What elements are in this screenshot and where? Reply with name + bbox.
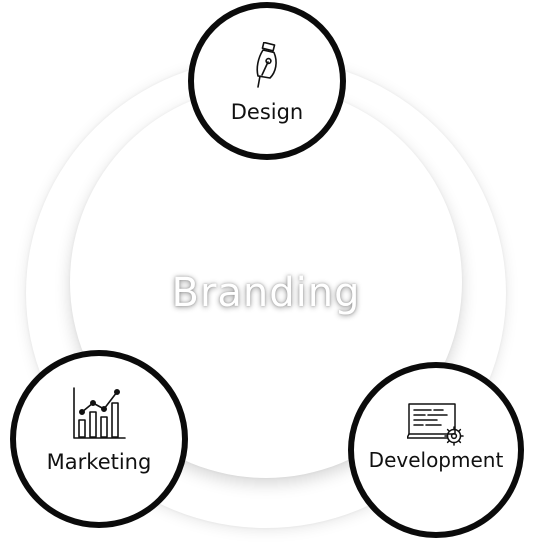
- node-marketing[interactable]: Marketing: [10, 350, 188, 528]
- node-label-marketing: Marketing: [46, 450, 152, 474]
- bar-chart-icon: [71, 386, 127, 446]
- computer-gear-icon: [406, 402, 465, 452]
- center-label: Branding: [171, 270, 361, 316]
- node-label-development: Development: [368, 448, 504, 472]
- node-design[interactable]: Design: [188, 2, 346, 160]
- node-development[interactable]: Development: [348, 362, 524, 538]
- node-label-design: Design: [230, 100, 304, 124]
- pen-nib-icon: [252, 41, 282, 94]
